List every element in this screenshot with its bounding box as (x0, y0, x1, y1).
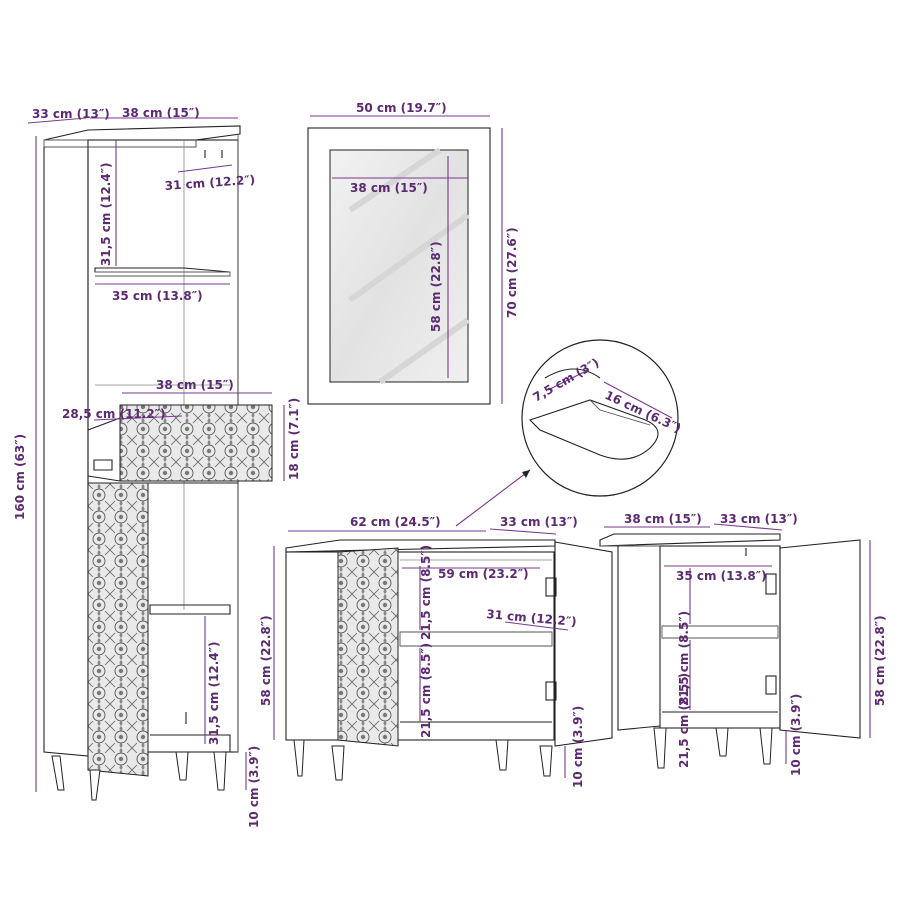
sink-cabinet-dimensions (273, 528, 569, 778)
mirror-glass-height-label: 58 cm (22.8″) (429, 241, 443, 332)
sink-height-label: 58 cm (22.8″) (259, 615, 273, 706)
sink-shelf-height-top-label: 21,5 cm (8.5″) (419, 545, 433, 640)
tall-drawer-width-label: 38 cm (15″) (156, 378, 234, 392)
tall-width-label: 38 cm (15″) (122, 106, 200, 120)
tall-leg-height-label: 10 cm (3.9″) (247, 746, 261, 828)
small-leg-height-label: 10 cm (3.9″) (789, 694, 803, 776)
mirror (307, 127, 491, 405)
tall-drawer-depth-label: 28,5 cm (11.2″) (62, 407, 166, 421)
small-inner-width-label: 35 cm (13.8″) (676, 569, 767, 583)
tall-shelf-height-top-label: 31,5 cm (12.4″) (99, 162, 113, 266)
sink-cutout-detail (455, 339, 679, 527)
small-cabinet (599, 533, 861, 769)
sink-left-door (337, 547, 399, 747)
mirror-height-label: 70 cm (27.6″) (505, 227, 519, 318)
small-cabinet-dimensions (604, 523, 871, 764)
small-shelf-height-top-label: 21,5 cm (8.5″) (677, 611, 691, 706)
tall-depth-label: 33 cm (13″) (32, 107, 110, 121)
sink-shelf-height-bottom-label: 21,5 cm (8.5″) (419, 643, 433, 738)
tall-inner-width-label: 35 cm (13.8″) (112, 289, 203, 303)
small-width-label: 38 cm (15″) (624, 512, 702, 526)
mirror-width-label: 50 cm (19.7″) (356, 101, 447, 115)
small-shelf-height-bottom-label: 21,5 cm (8.5″) (677, 673, 691, 768)
tall-total-height-label: 160 cm (63″) (13, 434, 27, 520)
sink-cabinet (285, 539, 613, 781)
small-height-label: 58 cm (22.8″) (873, 615, 887, 706)
sink-leg-height-label: 10 cm (3.9″) (571, 706, 585, 788)
sink-depth-label: 33 cm (13″) (500, 515, 578, 529)
tall-cabinet (43, 125, 273, 801)
sink-width-label: 62 cm (24.5″) (350, 515, 441, 529)
small-depth-label: 33 cm (13″) (720, 512, 798, 526)
tall-door (87, 482, 149, 777)
tall-inner-depth-label: 31 cm (12.2″) (164, 173, 255, 193)
mirror-glass-width-label: 38 cm (15″) (350, 181, 428, 195)
sink-inner-width-label: 59 cm (23.2″) (438, 567, 529, 581)
tall-cabinet-dimensions (27, 117, 285, 792)
mirror-dimensions (310, 115, 503, 404)
tall-shelf-height-bottom-label: 31,5 cm (12.4″) (207, 641, 221, 745)
tall-drawer-height-label: 18 cm (7.1″) (287, 398, 301, 480)
